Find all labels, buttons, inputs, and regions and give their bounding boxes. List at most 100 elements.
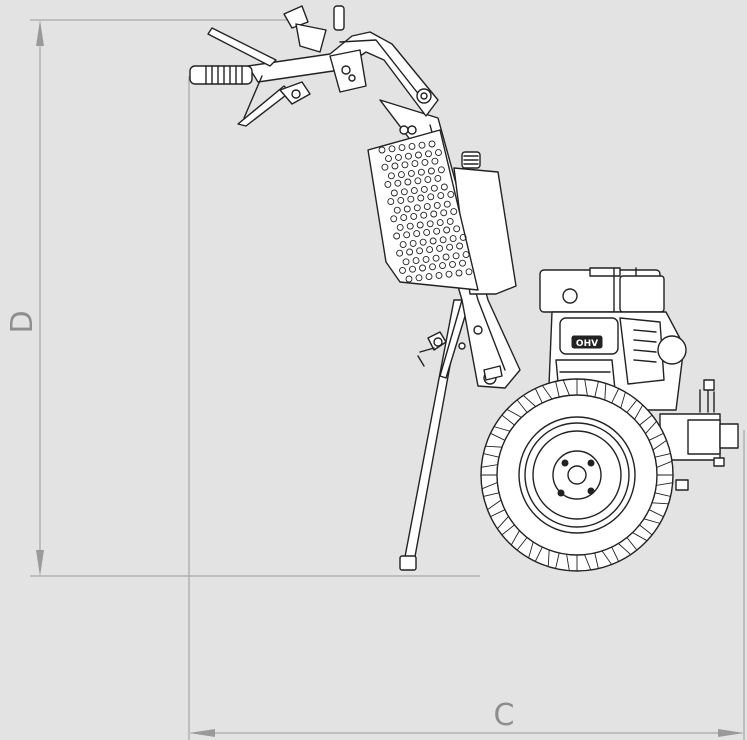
guard-hole [378, 146, 386, 154]
guard-hole [449, 260, 456, 268]
guard-hole [414, 177, 422, 185]
guard-hole [400, 214, 408, 222]
guard-hole [388, 145, 396, 153]
guard-hole [427, 193, 435, 201]
guard-hole [420, 211, 428, 219]
dim-d-label: D [5, 310, 40, 333]
guard-hole [459, 233, 467, 241]
guard-hole [446, 217, 454, 225]
guard-hole [391, 162, 399, 170]
guard-hole [390, 215, 398, 223]
guard-hole [433, 201, 441, 209]
guard-hole [429, 263, 436, 271]
guard-hole [436, 219, 444, 227]
engine-badge: OHV [576, 339, 598, 349]
guard-hole [413, 230, 421, 238]
guard-hole [402, 258, 410, 266]
guard-hole [403, 231, 411, 239]
guard-hole [425, 150, 432, 158]
guard-hole [422, 255, 430, 263]
guard-hole [396, 249, 404, 257]
guard-hole [418, 141, 426, 149]
guard-hole [428, 140, 436, 148]
guard-hole [462, 251, 470, 259]
guard-hole [406, 222, 414, 230]
guard-hole [430, 210, 438, 218]
guard-hole [397, 171, 405, 179]
guard-hole [381, 163, 389, 171]
guard-hole [439, 262, 446, 270]
guard-hole [443, 200, 451, 208]
dim-c-arrow-left [189, 729, 215, 737]
guard-hole [385, 155, 392, 163]
guard-hole [440, 209, 448, 217]
guard-hole [437, 166, 445, 174]
guard-hole [416, 221, 424, 229]
guard-hole [419, 264, 426, 272]
guard-hole [426, 220, 434, 228]
guard-hole [439, 236, 447, 244]
guard-hole [420, 185, 428, 193]
guard-hole [397, 196, 405, 204]
guard-hole [447, 190, 455, 198]
guard-hole [435, 149, 442, 157]
guard-hole [400, 188, 408, 196]
rear-hitch [659, 379, 739, 491]
guard-hole [449, 235, 457, 243]
guard-hole [399, 241, 407, 249]
guard-hole [417, 168, 425, 176]
guard-hole [434, 174, 442, 182]
guard-hole [424, 176, 432, 184]
guard-hole [445, 270, 453, 278]
guard-hole [403, 205, 411, 213]
guard-hole [430, 184, 438, 192]
guard-hole [387, 172, 395, 180]
guard-hole [455, 269, 463, 277]
guard-hole [431, 157, 439, 165]
guard-hole [415, 274, 423, 282]
tiller-machine: OHV [189, 5, 739, 572]
guard-hole [425, 273, 433, 281]
guard-hole [396, 223, 404, 231]
guard-hole [384, 180, 392, 188]
guard-hole [411, 160, 419, 168]
guard-hole [405, 275, 413, 283]
guard-hole [432, 254, 440, 262]
guard-hole [407, 169, 415, 177]
dimension-c: C [188, 76, 745, 740]
perforated-guard [367, 129, 479, 291]
dim-c-arrow-right [718, 729, 744, 737]
guard-hole [421, 158, 429, 166]
guard-hole [398, 144, 406, 152]
guard-hole [416, 247, 424, 255]
guard-hole [433, 227, 441, 235]
guard-hole [415, 151, 422, 159]
guard-hole [401, 161, 409, 169]
support-stand [399, 299, 471, 571]
guard-hole [446, 243, 454, 251]
guard-hole [410, 212, 418, 220]
guard-hole [408, 142, 416, 150]
guard-hole [440, 183, 448, 191]
guard-perforation [378, 140, 473, 283]
guard-hole [429, 237, 437, 245]
guard-hole [394, 179, 402, 187]
dimension-d: D [5, 19, 480, 577]
guard-hole [393, 206, 401, 214]
dim-d-arrow-top [36, 20, 44, 46]
guard-hole [409, 265, 416, 273]
wheel [480, 378, 674, 572]
guard-hole [406, 248, 414, 256]
guard-hole [426, 246, 434, 254]
guard-hole [436, 244, 444, 252]
guard-hole [437, 192, 445, 200]
guard-hole [443, 226, 451, 234]
guard-hole [399, 266, 406, 274]
dim-d-arrow-bottom [36, 550, 44, 576]
handlebar [189, 5, 439, 127]
throttle-lever[interactable] [207, 27, 277, 67]
guard-hole [417, 194, 425, 202]
guard-hole [409, 239, 417, 247]
guard-hole [423, 228, 431, 236]
